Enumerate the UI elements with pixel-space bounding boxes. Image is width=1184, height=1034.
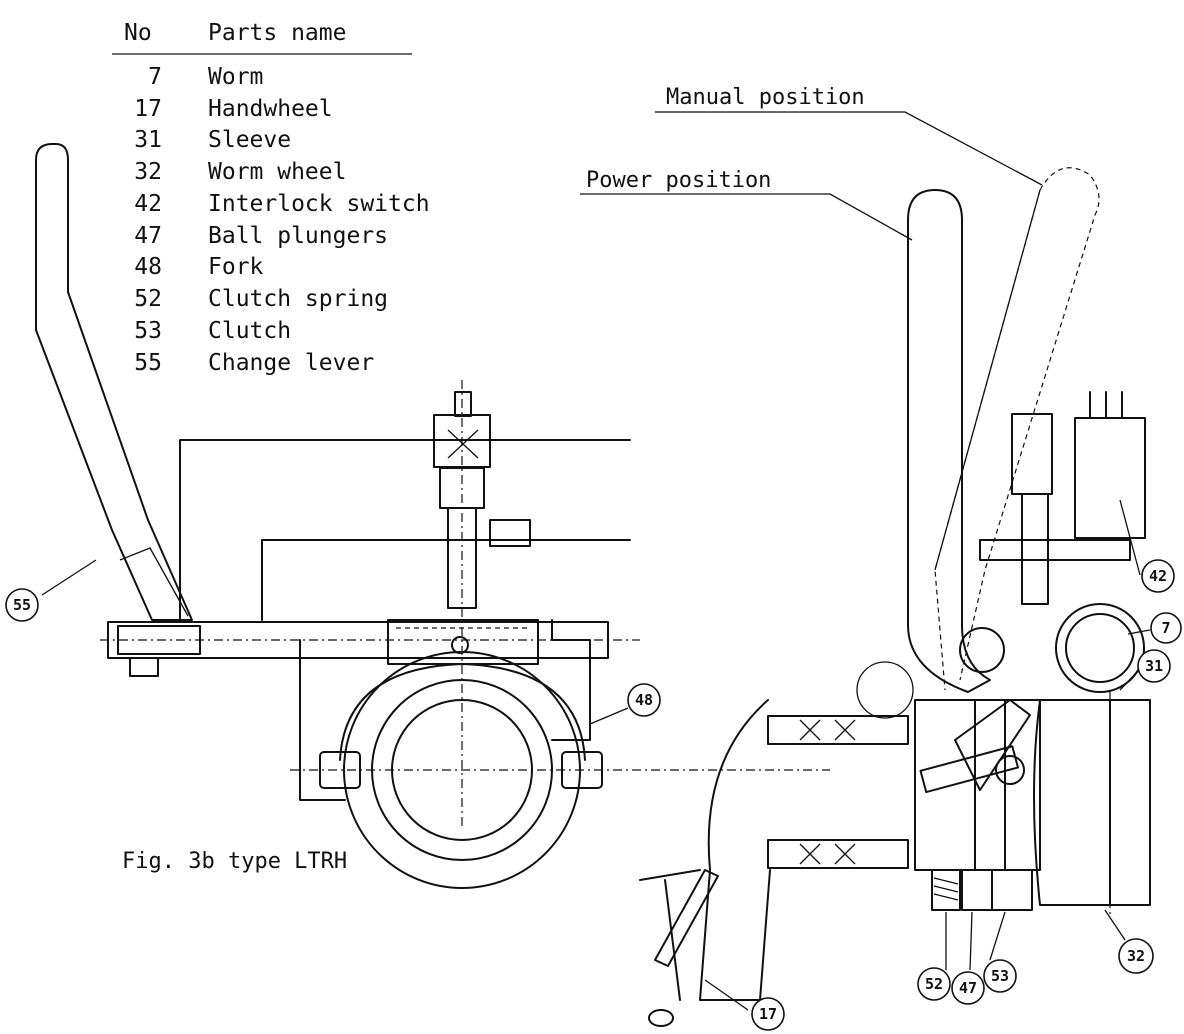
callout-48: 48 (627, 683, 661, 717)
interlock-switch (1074, 417, 1146, 539)
table-row-name: Change lever (208, 350, 374, 376)
table-row-no: 47 (134, 223, 162, 249)
handwheel-arc (699, 699, 771, 1001)
svg-text:53: 53 (991, 967, 1009, 985)
callout-17: 17 (751, 997, 785, 1031)
leader-17 (704, 979, 749, 1011)
fork-arms (339, 663, 586, 761)
leader-manual-position (655, 111, 1043, 186)
fork-link (954, 699, 1031, 791)
svg-text:47: 47 (959, 979, 977, 997)
table-row-no: 31 (134, 127, 162, 153)
table-row-name: Fork (208, 254, 264, 280)
leader-lines (41, 111, 1151, 1011)
change-lever (35, 143, 193, 621)
leader-power-position (580, 193, 913, 241)
clutch-spring (931, 869, 961, 911)
switch-terminals (1089, 391, 1123, 419)
table-row-no: 55 (134, 350, 162, 376)
lever-pivot (959, 627, 1005, 673)
callout-47: 47 (951, 971, 985, 1005)
table-row-name: Worm (208, 64, 263, 90)
plunger-cap (454, 391, 472, 417)
sleeve (1109, 699, 1151, 906)
figure-caption: Fig. 3b type LTRH (122, 849, 347, 874)
switch-actuator (1011, 413, 1053, 495)
upper-shaft-stub (767, 715, 909, 745)
table-header-name: Parts name (208, 20, 346, 46)
handwheel-spoke (639, 869, 701, 1001)
callout-7: 7 (1150, 612, 1182, 644)
link-pin (995, 755, 1025, 785)
handwheel-knob (648, 1009, 674, 1027)
lock-nut (489, 519, 531, 547)
table-row-name: Sleeve (208, 127, 291, 153)
spring-coils (933, 877, 959, 901)
table-row-name: Clutch (208, 318, 291, 344)
table-row-no: 52 (134, 286, 162, 312)
svg-text:17: 17 (759, 1005, 777, 1023)
callout-52: 52 (917, 967, 951, 1001)
table-row-no: 32 (134, 159, 162, 185)
table-row-no: 42 (134, 191, 162, 217)
lower-shaft-stub (767, 839, 909, 869)
lever-root-detail (119, 547, 189, 617)
leader-55 (41, 559, 97, 596)
clutch-hub (974, 699, 1006, 871)
left-view (35, 143, 830, 889)
svg-text:31: 31 (1145, 657, 1163, 675)
phantom-circle (856, 661, 914, 719)
leader-32 (1104, 909, 1126, 941)
callout-32: 32 (1118, 938, 1154, 974)
manual-lever-edge (934, 189, 1041, 571)
leader-31 (1119, 671, 1138, 691)
svg-text:32: 32 (1127, 947, 1145, 965)
leader-53 (989, 911, 1006, 961)
table-row-name: Handwheel (208, 96, 333, 122)
leader-47 (969, 911, 973, 971)
worm-wheel (1033, 699, 1111, 906)
svg-text:42: 42 (1149, 567, 1167, 585)
table-row-no: 7 (148, 64, 162, 90)
table-row-name: Interlock switch (208, 191, 430, 217)
leader-48 (589, 707, 629, 725)
switch-base (979, 539, 1131, 561)
clutch (991, 869, 1033, 911)
table-row-name: Ball plungers (208, 223, 388, 249)
worm-inner (1065, 613, 1135, 683)
table-row-name: Worm wheel (208, 159, 346, 185)
nut-cross (447, 429, 479, 459)
callout-55: 55 (5, 588, 39, 622)
clamp-screw (451, 636, 469, 654)
handwheel-handle (654, 869, 719, 967)
bearing-marks (799, 719, 856, 865)
lever-power-position (907, 189, 991, 693)
worm-outer (1055, 603, 1145, 693)
ball-plunger (961, 869, 993, 911)
label-manual-position: Manual position (666, 85, 865, 110)
switch-rod (1021, 493, 1049, 605)
right-view (639, 167, 1151, 1027)
leader-7 (1127, 629, 1151, 635)
shaft-pin (129, 657, 159, 677)
leader-42 (1119, 499, 1141, 576)
table-row-name: Clutch spring (208, 286, 388, 312)
callout-53: 53 (983, 959, 1017, 993)
svg-text:55: 55 (13, 596, 31, 614)
lever-manual-position (934, 167, 1100, 691)
table-row-no: 53 (134, 318, 162, 344)
table-header-no: No (124, 20, 152, 46)
callout-42: 42 (1141, 559, 1175, 593)
svg-text:7: 7 (1161, 619, 1170, 637)
table-row-no: 17 (134, 96, 162, 122)
table-row-no: 48 (134, 254, 162, 280)
svg-text:52: 52 (925, 975, 943, 993)
callout-31: 31 (1137, 649, 1171, 683)
svg-text:48: 48 (635, 691, 653, 709)
parts-table: No Parts name 7 Worm 17 Handwheel 31 Sle… (112, 20, 430, 376)
label-power-position: Power position (586, 168, 771, 193)
